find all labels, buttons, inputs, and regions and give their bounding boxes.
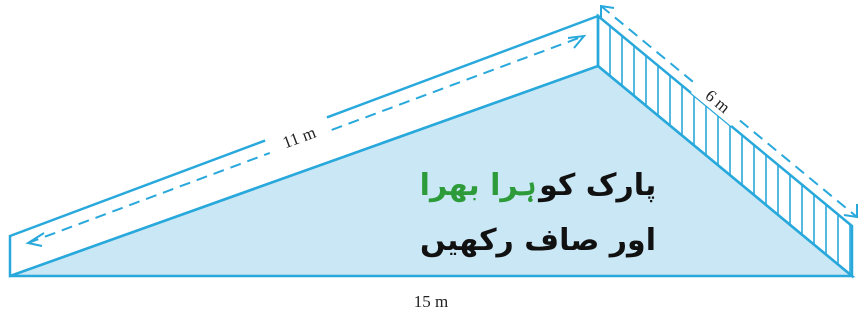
message-line-1-prefix: پارک کو bbox=[537, 168, 656, 203]
message-line-2: اور صاف رکھیں bbox=[420, 223, 656, 258]
side-label-bottom: 15 m bbox=[414, 292, 448, 311]
right-wall-hatching bbox=[609, 25, 851, 275]
right-wall-face bbox=[596, 13, 854, 279]
message-line-1-highlight: ہرا بھرا bbox=[420, 168, 537, 203]
top-label-bg bbox=[263, 113, 335, 161]
message-line-1: پارک کو ہرا بھرا bbox=[420, 168, 657, 203]
right-label-bg bbox=[690, 75, 746, 127]
